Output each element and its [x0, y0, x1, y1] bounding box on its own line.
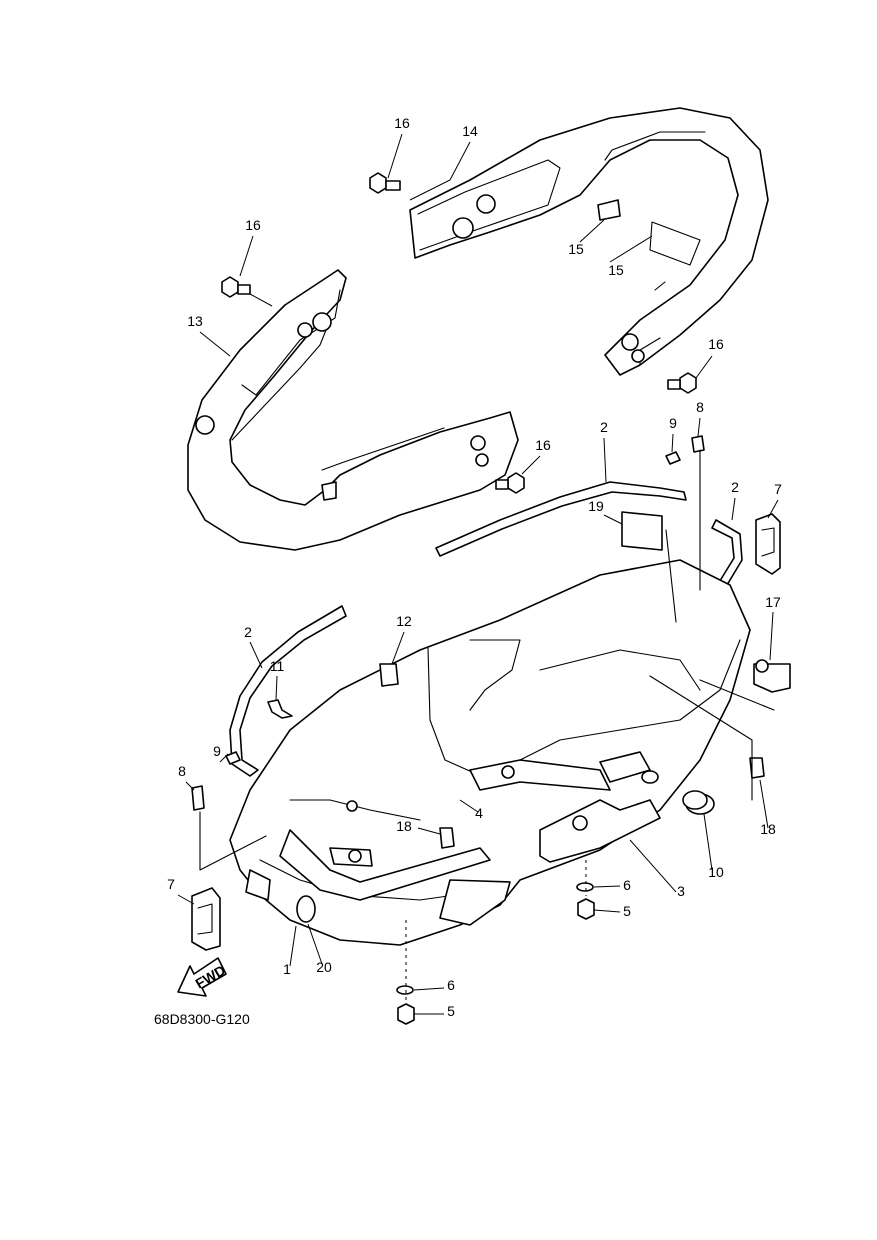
callout-9: 9 — [213, 743, 221, 759]
callout-1: 1 — [283, 961, 291, 977]
callout-4: 4 — [475, 805, 483, 821]
callout-6: 6 — [447, 977, 455, 993]
callout-10: 10 — [708, 864, 724, 880]
callout-16: 16 — [535, 437, 551, 453]
part-14-rear-bracket — [409, 107, 769, 376]
callout-5: 5 — [447, 1003, 455, 1019]
callout-5: 5 — [623, 903, 631, 919]
callout-16: 16 — [708, 336, 724, 352]
callout-13: 13 — [187, 313, 203, 329]
callout-14: 14 — [462, 123, 478, 139]
callout-8: 8 — [178, 763, 186, 779]
callout-6: 6 — [623, 877, 631, 893]
callout-2: 2 — [600, 419, 608, 435]
hardware-bolts — [191, 172, 705, 1025]
callout-15: 15 — [608, 262, 624, 278]
callout-19: 19 — [588, 498, 604, 514]
callout-8: 8 — [696, 399, 704, 415]
callout-11: 11 — [270, 658, 285, 674]
callout-18: 18 — [760, 821, 776, 837]
misc-parts — [379, 511, 791, 849]
fwd-arrow: FWD — [177, 957, 228, 997]
callout-12: 12 — [396, 613, 412, 629]
callout-20: 20 — [316, 959, 332, 975]
callout-2: 2 — [731, 479, 739, 495]
part-1-bottom-cowling — [229, 559, 751, 946]
callout-9: 9 — [669, 415, 677, 431]
part-7-clips — [191, 513, 781, 951]
callout-17: 17 — [765, 594, 781, 610]
part-13-front-bracket — [187, 269, 519, 551]
callout-3: 3 — [677, 883, 685, 899]
callout-7: 7 — [167, 876, 175, 892]
callout-18: 18 — [396, 818, 412, 834]
diagram-code: 68D8300-G120 — [154, 1011, 250, 1027]
callout-16: 16 — [394, 115, 410, 131]
callout-2: 2 — [244, 624, 252, 640]
leader-lines — [177, 133, 779, 1015]
callout-15: 15 — [568, 241, 584, 257]
callout-16: 16 — [245, 217, 261, 233]
callout-7: 7 — [774, 481, 782, 497]
